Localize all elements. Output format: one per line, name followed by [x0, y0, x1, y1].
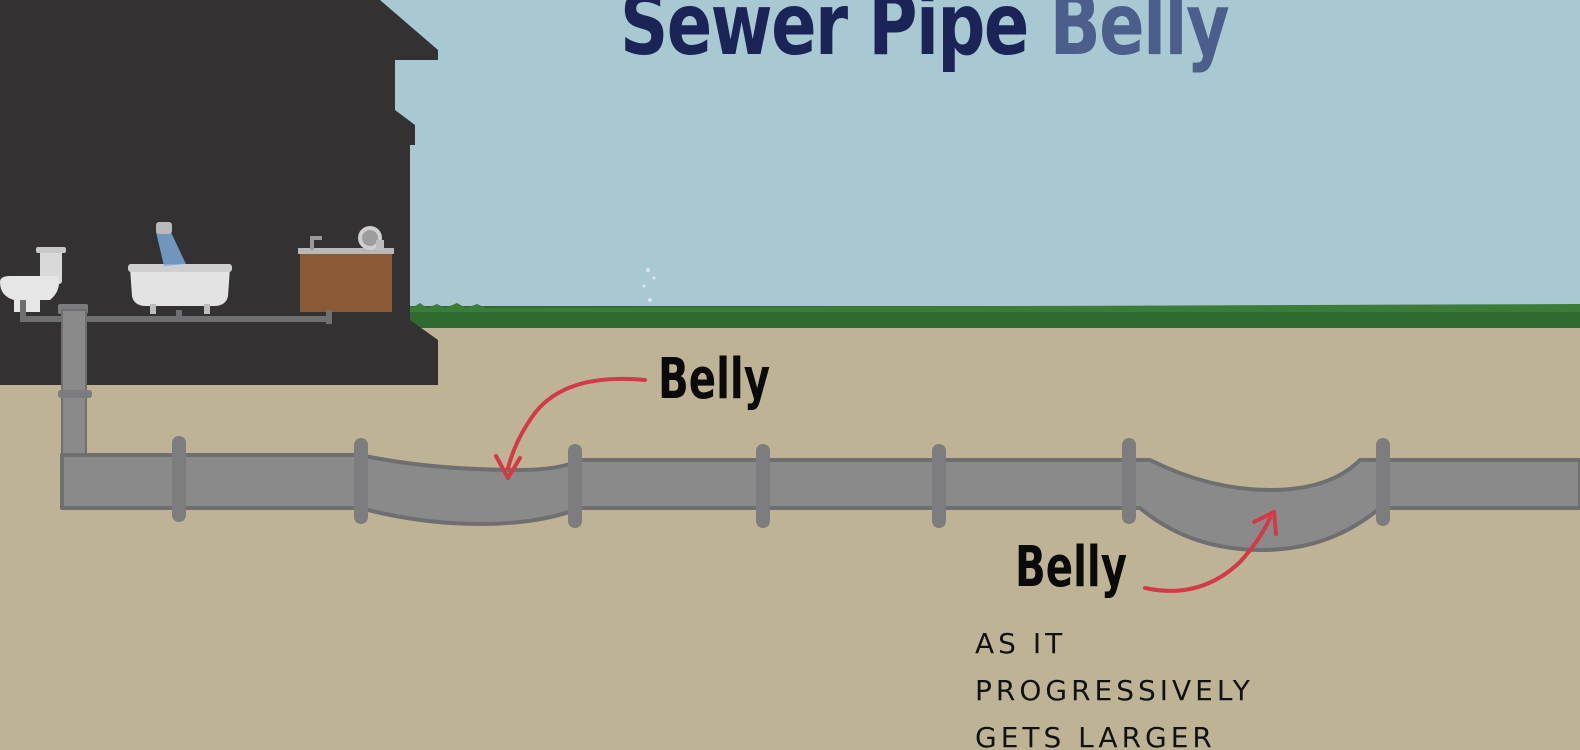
note-line: AS IT — [975, 627, 1067, 660]
toilet-icon — [0, 247, 66, 312]
page-title: Sewer Pipe Belly — [620, 0, 1230, 68]
note-line: PROGRESSIVELY — [975, 674, 1254, 707]
sink-vanity-icon — [298, 226, 394, 312]
belly-label-top: Belly — [658, 347, 771, 412]
belly-label-bottom: Belly — [1015, 535, 1128, 600]
grass-tufts — [400, 302, 1580, 312]
title-accent: Belly — [1049, 0, 1230, 75]
vent-spray-icon — [642, 268, 656, 302]
belly-note: AS IT PROGRESSIVELY GETS LARGER — [975, 620, 1254, 750]
belly-arrow-top — [494, 376, 647, 480]
belly-arrow-bottom — [1143, 510, 1278, 593]
title-main: Sewer Pipe — [620, 0, 1029, 75]
note-line: GETS LARGER — [975, 721, 1216, 750]
bathtub-icon — [128, 222, 232, 314]
vertical-stack-pipe — [58, 304, 92, 471]
pipe-joints — [172, 436, 1390, 528]
